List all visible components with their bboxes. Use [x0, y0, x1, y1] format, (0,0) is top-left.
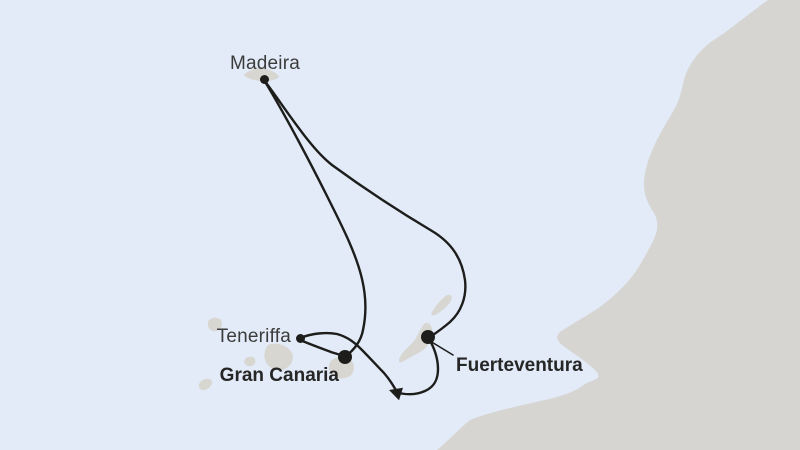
route-madeira-to-fuerteventura	[262, 78, 467, 339]
island-lanzarote	[431, 294, 452, 316]
port-label-teneriffa: Teneriffa	[216, 326, 291, 348]
mainland-coast	[437, 0, 800, 450]
port-dot-fuerteventura	[421, 330, 435, 344]
route-teneriffa-east-leg	[298, 331, 399, 394]
island-la-palma	[208, 317, 222, 332]
port-label-fuerteventura: Fuerteventura	[456, 355, 583, 376]
port-label-gran-canaria: Gran Canaria	[219, 365, 339, 386]
route-gran-canaria-to-madeira	[262, 78, 367, 359]
port-dot-gran-canaria	[338, 350, 352, 364]
fuerteventura-label-leader	[429, 340, 454, 356]
route-direction-arrow	[389, 387, 403, 401]
island-la-gomera	[244, 356, 256, 367]
port-dot-teneriffa	[295, 333, 305, 343]
island-tenerife	[264, 343, 293, 371]
island-el-hierro	[198, 378, 213, 391]
route-fuerteventura-south-loop	[393, 335, 440, 396]
port-dot-madeira	[259, 74, 269, 84]
port-label-madeira: Madeira	[229, 53, 301, 74]
